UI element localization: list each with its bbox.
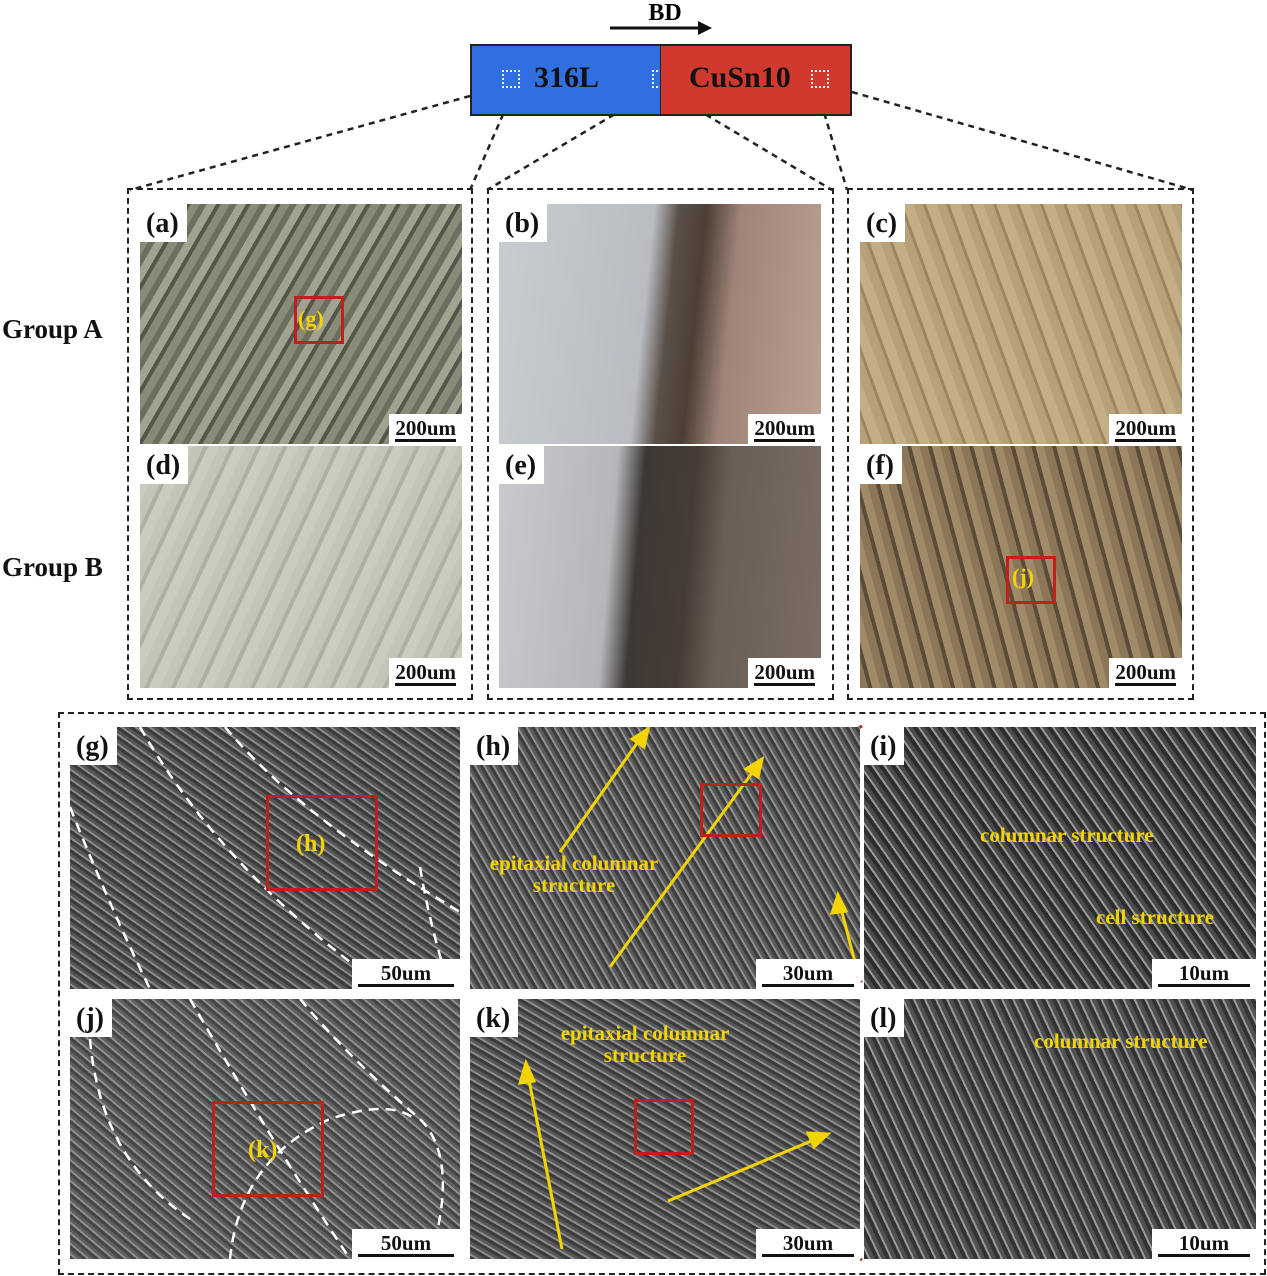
scale-bar-text: 200um: [1115, 660, 1176, 684]
scale-bar-text: 200um: [754, 660, 815, 684]
annotation-line-1: epitaxial columnar: [489, 851, 659, 875]
zoom-region-label: (j): [1012, 564, 1034, 589]
group-b-label: Group B: [2, 552, 103, 582]
zoom-region-box: [212, 1101, 324, 1197]
scale-bar: 10um: [1152, 1229, 1256, 1259]
scale-bar-text: 10um: [1178, 1231, 1230, 1255]
zoom-region-label: (g): [298, 306, 324, 331]
column-interface-box: [487, 188, 834, 700]
column-316l-box: [127, 188, 473, 700]
sem-micrograph-g: (g) (h) 50um: [70, 727, 460, 989]
sem-micrograph-i: (i) columnar structure cell structure 10…: [864, 727, 1256, 989]
scale-bar: 50um: [352, 959, 460, 989]
panel-label: (e): [499, 446, 545, 484]
scale-bar: 200um: [389, 414, 462, 444]
scale-bar: 200um: [1109, 658, 1182, 688]
zoom-region-label: (k): [248, 1137, 278, 1163]
micrograph-c: (c) 200um: [860, 204, 1182, 444]
material-cusn10-bar: CuSn10: [660, 44, 852, 116]
cell-structure-label: cell structure: [1096, 905, 1214, 929]
scale-bar: 10um: [1152, 959, 1256, 989]
panel-label: (c): [860, 204, 906, 242]
sample-region-marker: [502, 70, 520, 88]
columnar-structure-label: columnar structure: [980, 823, 1154, 847]
scale-bar: 200um: [389, 658, 462, 688]
micrograph-e: (e) 200um: [499, 446, 821, 688]
micrograph-b: (b) 200um: [499, 204, 821, 444]
zoom-region-box: [700, 783, 762, 837]
scale-bar: 30um: [756, 959, 860, 989]
material-316l-label: 316L: [534, 61, 600, 94]
scale-bar-text: 50um: [380, 1231, 432, 1255]
sem-micrograph-k: (k) epitaxial columnar structure 30um: [470, 999, 860, 1259]
sem-micrograph-l: (l) columnar structure 10um: [864, 999, 1256, 1259]
sem-micrograph-h: (h) epitaxial columnar structure 30um: [470, 727, 860, 989]
scale-bar-text: 200um: [754, 416, 815, 440]
scale-bar: 50um: [352, 1229, 460, 1259]
panel-label: (h): [470, 727, 519, 765]
panel-label: (b): [499, 204, 548, 242]
micrograph-d: (d) 200um: [140, 446, 462, 688]
panel-label: (d): [140, 446, 189, 484]
scale-bar-text: 200um: [395, 660, 456, 684]
panel-label: (i): [864, 727, 905, 765]
scale-bar-text: 50um: [380, 961, 432, 985]
panel-label: (j): [70, 999, 112, 1037]
scale-bar: 200um: [748, 414, 821, 444]
panel-label: (k): [470, 999, 519, 1037]
zoom-region-box: [266, 795, 378, 891]
melt-pool-boundaries: [88, 999, 445, 1259]
sample-region-marker: [811, 70, 829, 88]
panel-label: (a): [140, 204, 187, 242]
melt-pool-boundaries: [70, 727, 460, 989]
zoom-region-box: [1006, 556, 1056, 604]
zoom-region-label: (h): [296, 831, 326, 857]
scale-bar-text: 10um: [1178, 961, 1230, 985]
scale-bar-text: 30um: [782, 1231, 834, 1255]
sem-micrograph-j: (j) (k) 50um: [70, 999, 460, 1259]
group-a-label: Group A: [2, 314, 103, 344]
panel-label: (l): [864, 999, 905, 1037]
scale-bar-text: 30um: [782, 961, 834, 985]
growth-direction-arrows: [517, 1058, 832, 1250]
panel-label: (g): [70, 727, 117, 765]
columnar-structure-label: columnar structure: [1034, 1029, 1208, 1053]
zoom-region-box: [634, 1099, 694, 1155]
micrograph-f: (f) (j) 200um: [860, 446, 1182, 688]
scale-bar-text: 200um: [395, 416, 456, 440]
scale-bar: 200um: [748, 658, 821, 688]
column-cusn10-box: [847, 188, 1194, 700]
scale-bar-text: 200um: [1115, 416, 1176, 440]
material-316l-bar: 316L: [470, 44, 670, 116]
scale-bar: 30um: [756, 1229, 860, 1259]
scale-bar: 200um: [1109, 414, 1182, 444]
panel-label: (f): [860, 446, 902, 484]
annotation-line-1: epitaxial columnar: [560, 1021, 730, 1045]
build-direction-label: BD: [648, 0, 682, 26]
material-cusn10-label: CuSn10: [689, 61, 791, 94]
growth-direction-arrows: [558, 727, 857, 968]
zoom-region-box: [294, 296, 344, 344]
annotation-line-2: structure: [603, 1043, 687, 1067]
annotation-line-2: structure: [532, 873, 616, 897]
micrograph-a: (a) (g) 200um: [140, 204, 462, 444]
sem-section-box: [58, 712, 1266, 1275]
